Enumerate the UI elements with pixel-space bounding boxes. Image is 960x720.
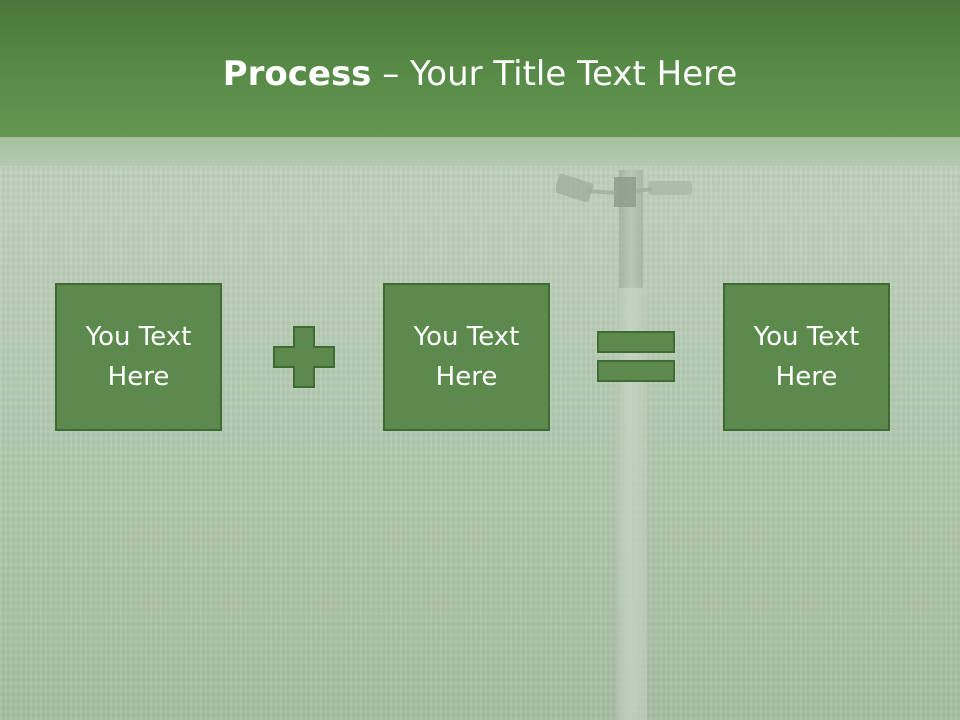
process-box-2-line2: Here (435, 362, 498, 392)
slide-title-rest: – Your Title Text Here (371, 54, 738, 94)
process-box-1: You Text Here (55, 283, 222, 431)
sprinkler-head-icon (556, 173, 692, 207)
process-box-3-line1: You Text (753, 322, 860, 352)
process-box-1-line1: You Text (85, 322, 192, 352)
title-bar (0, 0, 960, 137)
grass-background (0, 166, 960, 720)
process-box-3: You Text Here (723, 283, 890, 431)
process-box-1-text: You Text Here (79, 317, 199, 397)
slide-title: Process – Your Title Text Here (0, 52, 960, 96)
plus-icon (273, 326, 335, 388)
sprinkler-pole (617, 285, 647, 720)
slide-title-bold: Process (222, 54, 372, 94)
equals-icon (597, 331, 675, 382)
process-box-2-line1: You Text (413, 322, 520, 352)
title-band (0, 137, 960, 166)
process-box-3-line2: Here (775, 362, 838, 392)
process-box-1-line2: Here (107, 362, 170, 392)
process-box-3-text: You Text Here (747, 317, 867, 397)
process-box-2-text: You Text Here (407, 317, 527, 397)
process-box-2: You Text Here (383, 283, 550, 431)
